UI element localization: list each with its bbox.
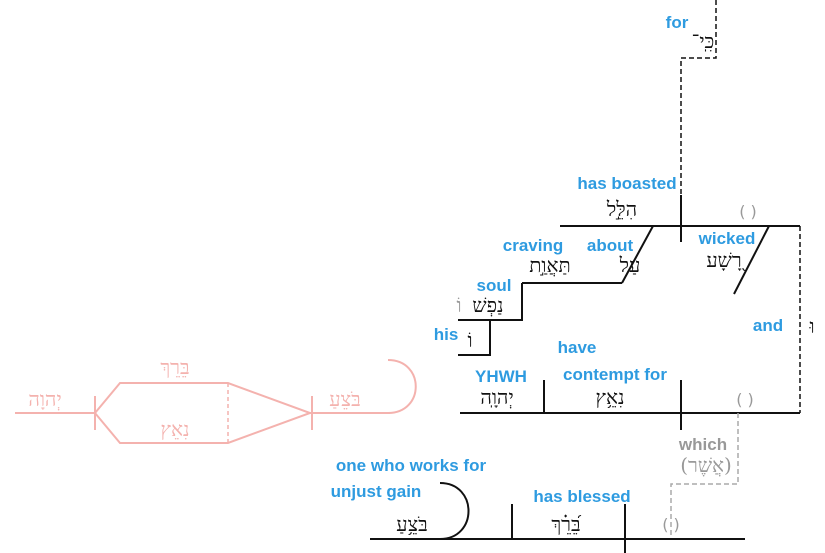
noun-suffix-mark: וֹ [456,293,461,317]
construct-step-2 [458,320,491,356]
relative-object-gloss-line1: one who works for [336,456,487,475]
second-verb-hebrew: נִאֵ֥ץ [596,385,625,409]
relative-object-gloss-line2: unjust gain [331,482,422,501]
coordinator: and וּ [753,226,815,413]
relative-connector: which (אֲשֶׁר) [670,413,739,539]
prep-hebrew: עַל [619,253,641,277]
relative-verb-gloss: has blessed [533,487,630,506]
faint-participle-curve [387,359,417,414]
second-object-gloss: YHWH [475,367,527,386]
relative-dashed-line [670,413,739,539]
faint-subject: בֹּצֵעַ [329,387,360,411]
object-gloss: craving [503,236,563,255]
faint-bottom-verb: נִאֵץ [161,417,190,441]
second-object-hebrew: יְהוָֽה [480,385,513,409]
conj-connector [680,0,717,226]
object-hebrew: תַּאֲוַ֣ת [529,253,571,277]
faint-top-verb: בֵּרֵךְ [160,355,189,379]
subject-hebrew: רָ֭שָׁע [706,248,746,272]
second-clause: YHWH יְהוָֽה have contempt for נִאֵ֥ץ ( … [460,338,800,430]
relative-verb-hebrew: בֵּ֝רֵ֗ךְ [551,512,581,536]
relative-gloss: which [678,435,727,454]
relative-subject-paren: ( ) [662,515,680,534]
participle-curve [439,482,470,540]
subject-gloss: wicked [698,229,756,248]
construct-step-1 [458,283,523,321]
conj-gloss: for [666,13,689,32]
second-verb-gloss-line2: contempt for [563,365,667,384]
subject-modifier-line [733,225,770,295]
faint-alternative-diagram: בֵּרֵךְ נִאֵץ יְהוָה בֹּצֵעַ [15,355,417,444]
relative-object-hebrew: בֹּצֵ֥עַ [396,512,427,536]
conj-hebrew: כִּֽי־ [692,29,715,53]
relative-hebrew: (אֲשֶׁר) [680,453,732,477]
coordinator-gloss: and [753,316,783,335]
verb-gloss: has boasted [577,174,676,193]
possessor-gloss: his [434,325,459,344]
subject-paren: ( ) [739,202,757,221]
noun-gloss: soul [477,276,512,295]
relative-clause: one who works for unjust gain בֹּצֵ֥עַ h… [331,456,745,553]
main-clause: for כִּֽי־ has boasted הִלֵּ֣ל ( ) wicke… [434,0,800,356]
second-verb-gloss-line1: have [558,338,597,357]
faint-compound-verb-fork [94,382,313,444]
prep-gloss: about [587,236,634,255]
verb-hebrew: הִלֵּ֣ל [606,197,637,221]
prep-slant [621,225,654,284]
noun-hebrew: נַפְשׁ [472,293,503,317]
faint-object: יְהוָה [28,387,61,411]
second-subject-paren: ( ) [736,390,754,409]
coordinator-hebrew: וּ [808,314,814,338]
possessor-hebrew: וֹ [467,328,472,352]
